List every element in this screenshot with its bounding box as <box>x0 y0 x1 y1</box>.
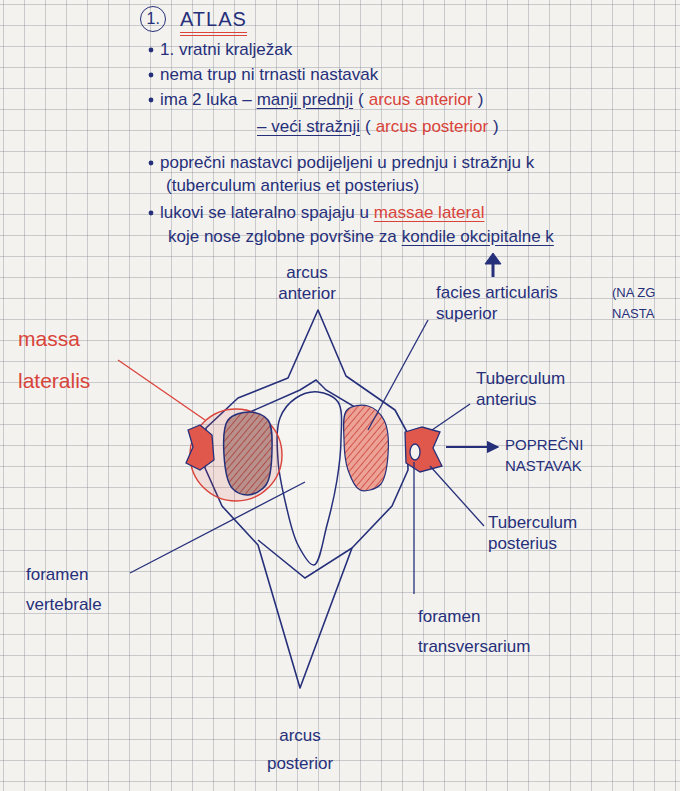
note-text: poprečni nastavci podijeljeni u prednju … <box>160 152 534 174</box>
leader-line <box>118 360 205 420</box>
note-line: – veći stražnji(arcus posterior) <box>257 116 499 138</box>
note-line: lukovi se lateralno spajaju umassae late… <box>160 202 484 224</box>
note-text: lukovi se lateralno spajaju u <box>160 202 369 224</box>
note-text: arcus posterior <box>376 116 488 138</box>
part-label: arcus anterior <box>268 262 346 304</box>
leader-line <box>368 320 428 430</box>
posterior-arch-line <box>258 540 352 578</box>
leader-line <box>432 404 470 430</box>
note-text: ) <box>478 89 484 111</box>
part-label: POPREČNI NASTAVAK <box>505 434 609 476</box>
bullet-dot <box>149 98 154 103</box>
transverse-process <box>405 427 442 472</box>
part-label: Tuberculum anterius <box>476 368 586 410</box>
note-text: ima 2 luka – <box>160 89 252 111</box>
note-line: koje nose zglobne površine zakondile okc… <box>168 226 554 248</box>
foramen-outline <box>277 392 341 565</box>
part-label: massa lateralis <box>18 318 110 402</box>
node-text: 1. <box>147 10 160 28</box>
bullet-dot <box>149 48 154 53</box>
page-title: ATLAS <box>180 7 247 36</box>
part-label: facies articularis superior <box>436 282 586 324</box>
leader-line <box>430 466 484 526</box>
transverse-foramen <box>410 444 420 460</box>
part-label: foramen vertebrale <box>26 560 126 620</box>
part-label: Tuberculum posterius <box>488 512 600 554</box>
leader-line <box>130 482 305 573</box>
part-label: arcus posterior <box>258 722 342 778</box>
note-text: ) <box>493 116 499 138</box>
note-text: (tuberculum anterius et posterius) <box>166 175 419 197</box>
part-label: foramen transversarium <box>418 602 548 662</box>
note-line: (tuberculum anterius et posterius) <box>166 175 419 197</box>
articular-facet <box>344 405 389 491</box>
note-text: koje nose zglobne površine za <box>168 226 397 248</box>
note-text: arcus anterior <box>369 89 473 111</box>
number-circle: 1. <box>140 6 166 32</box>
leader-line <box>413 462 414 594</box>
bullet-dot <box>149 161 154 166</box>
note-text: manji prednji <box>257 89 353 111</box>
note-text: massae lateral <box>374 202 485 224</box>
note-text: ( <box>365 116 371 138</box>
note-line: nema trup ni trnasti nastavak <box>160 64 378 86</box>
up-arrow-head <box>485 253 501 264</box>
articular-facet <box>223 412 272 495</box>
note-text: – veći stražnji <box>257 116 360 138</box>
part-label: (NA ZG NASTA <box>612 282 674 324</box>
bullet-dot <box>149 73 154 78</box>
note-text: ( <box>358 89 364 111</box>
note-text: nema trup ni trnasti nastavak <box>160 64 378 86</box>
transverse-process <box>186 425 214 470</box>
pointer-arrow <box>446 446 498 448</box>
note-line: 1. vratni kralježak <box>160 39 292 61</box>
note-line: poprečni nastavci podijeljeni u prednju … <box>160 152 534 174</box>
note-text: kondile okcipitalne k <box>402 226 554 248</box>
note-text: 1. vratni kralježak <box>160 39 292 61</box>
bullet-dot <box>149 211 154 216</box>
note-line: ima 2 luka –manji prednji(arcus anterior… <box>160 89 483 111</box>
